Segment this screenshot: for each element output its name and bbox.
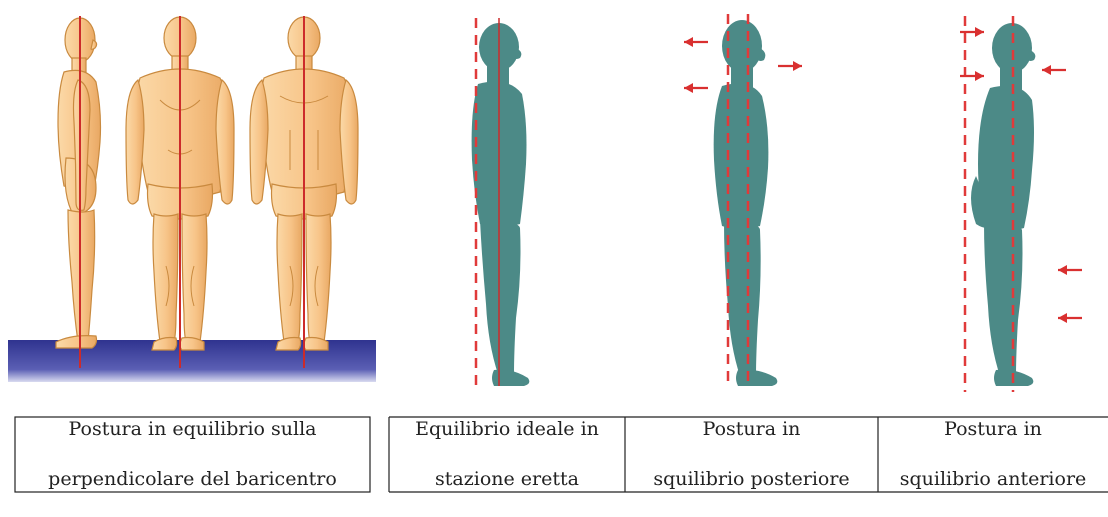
caption-ideal-line-2: stazione eretta: [415, 467, 599, 492]
silhouette-ideal-panel: [472, 18, 530, 386]
arrow-posterior-neck-left: [684, 83, 708, 93]
caption-anterior-line-1: Postura in: [900, 417, 1087, 442]
caption-reference: Postura in equilibrio sulla perpendicola…: [16, 418, 369, 491]
caption-anterior-line-2: squilibrio anteriore: [900, 467, 1087, 492]
caption-posterior-line-1: Postura in: [653, 417, 849, 442]
arrow-anterior-face-left: [1042, 65, 1066, 75]
silhouette-posterior-panel: [684, 14, 802, 386]
caption-ideal: Equilibrio ideale in stazione eretta: [390, 418, 624, 491]
caption-reference-line-1: Postura in equilibrio sulla: [48, 417, 337, 442]
caption-anterior: Postura in squilibrio anteriore: [879, 418, 1107, 491]
caption-ideal-line-1: Equilibrio ideale in: [415, 417, 599, 442]
caption-posterior-line-2: squilibrio posteriore: [653, 467, 849, 492]
arrow-anterior-hip-left: [1058, 265, 1082, 275]
arrow-posterior-face-right: [778, 61, 802, 71]
anatomy-panel: [8, 16, 376, 382]
caption-posterior: Postura in squilibrio posteriore: [626, 418, 877, 491]
arrow-anterior-knee-left: [1058, 313, 1082, 323]
silhouette-anterior-panel: [960, 16, 1082, 392]
caption-reference-line-2: perpendicolare del baricentro: [48, 467, 337, 492]
arrow-posterior-head-left: [684, 37, 708, 47]
arrow-anterior-head-right-top: [960, 27, 984, 37]
figure-side-view: [56, 18, 101, 348]
arrow-anterior-head-right-bottom: [960, 71, 984, 81]
silhouette-posterior: [714, 20, 778, 386]
silhouette-ideal: [472, 23, 530, 386]
